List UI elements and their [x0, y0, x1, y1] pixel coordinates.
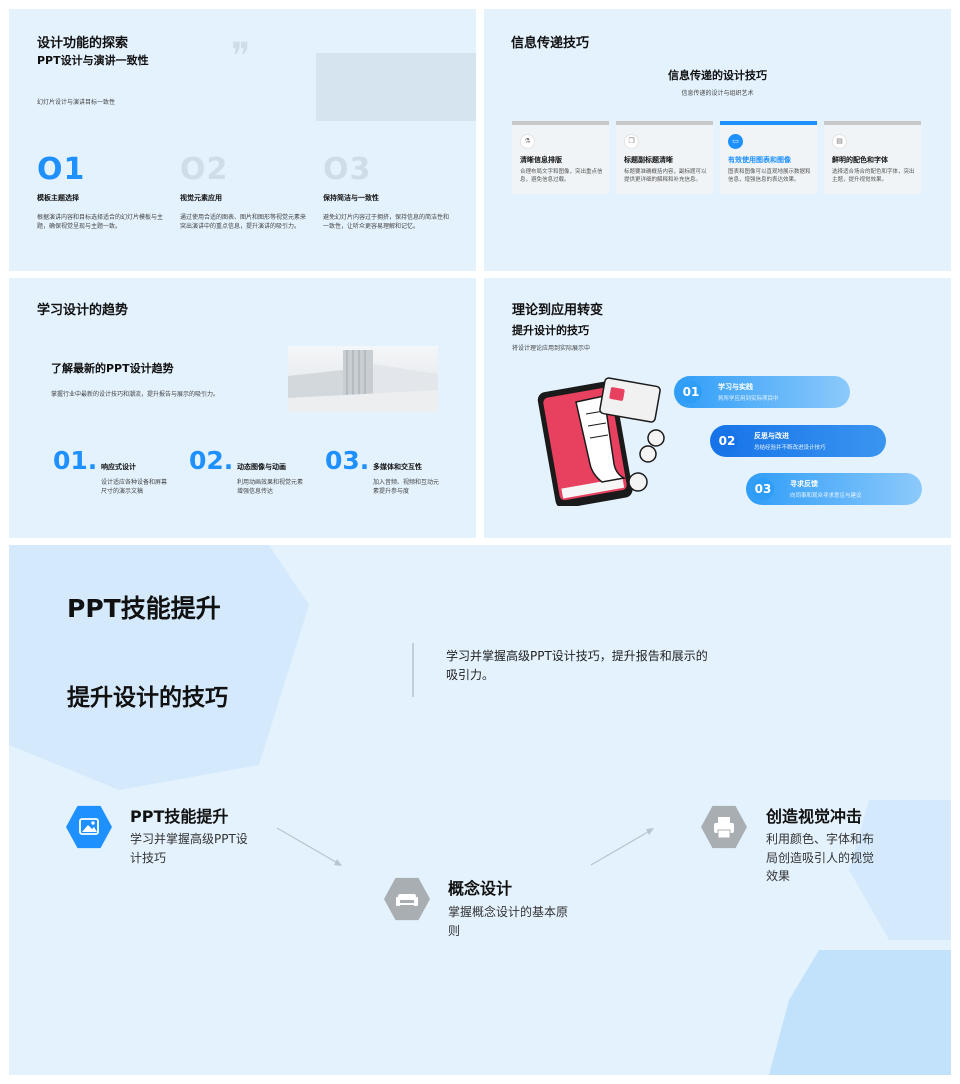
center-subtitle: 信息传递的设计与组织艺术	[681, 90, 754, 97]
item-simplicity: O3 保持简洁与一致性 避免幻灯片内容过于拥挤，保持信息的简洁性和一致性，让听众…	[323, 152, 453, 232]
item-template: O1 模板主题选择 根据演讲内容和目标选择适合的幻灯片模板与主题，确保视觉呈现与…	[37, 152, 167, 232]
feature-desc: 掌握概念设计的基本原则	[448, 905, 569, 938]
slide-design-exploration[interactable]: 设计功能的探索 PPT设计与演讲一致性 ❞ 幻灯片设计与演讲目标一致性 O1 模…	[9, 9, 476, 271]
item-number: O1	[37, 152, 86, 187]
slide-subtitle: PPT设计与演讲一致性	[37, 54, 149, 67]
slide-description: 将设计理论应用到实际展示中	[512, 345, 591, 352]
card-desc: 图表和图像可以直观地展示数据和信息，增强信息的表达效果。	[728, 169, 811, 184]
section-desc: 掌握行业中最新的设计技巧和潮流，提升报告与展示的吸引力。	[51, 391, 220, 398]
step-title: 反思与改进	[754, 432, 789, 440]
step-desc: 向同事和观众寻求意见与建议	[790, 493, 862, 499]
trend-desc: 利用动画效果和视觉元素增强信息传达	[237, 479, 304, 496]
card-title: 标题副标题清晰	[624, 156, 673, 164]
step-desc: 将所学应用到实际项目中	[718, 396, 779, 402]
background-shapes	[9, 545, 951, 1075]
trend-item-animation: 02. 动态图像与动画 利用动画效果和视觉元素增强信息传达	[189, 446, 303, 495]
slide-subtitle: 提升设计的技巧	[67, 685, 228, 711]
step-title: 学习与实践	[718, 383, 753, 391]
item-visual: O2 视觉元素应用 通过使用合适的图表、图片和图形等视觉元素来突出演讲中的重点信…	[180, 152, 310, 232]
decor-block	[316, 53, 476, 121]
trend-title: 多媒体和交互性	[373, 463, 422, 471]
trend-desc: 设计适应各种设备和屏幕尺寸的演示文稿	[101, 479, 168, 496]
slide-design-trends[interactable]: 学习设计的趋势 了解最新的PPT设计趋势 掌握行业中最新的设计技巧和潮流，提升报…	[9, 278, 476, 538]
trend-title: 动态图像与动画	[237, 463, 286, 471]
card-desc: 合理布局文字和图像，突出重点信息，避免信息过载。	[520, 169, 603, 184]
card-title: 清晰信息排版	[520, 156, 562, 164]
card-layout[interactable]: ⚗ 清晰信息排版 合理布局文字和图像，突出重点信息，避免信息过载。	[512, 121, 609, 194]
step-title: 寻求反馈	[790, 480, 818, 488]
card-title: 鲜明的配色和字体	[832, 156, 888, 164]
feature-title: 创造视觉冲击	[766, 807, 863, 826]
trend-item-multimedia: 03. 多媒体和交互性 加入音频、视频和互动元素提升参与度	[325, 446, 439, 495]
center-title: 信息传递的设计技巧	[668, 69, 767, 82]
feature-desc: 利用颜色、字体和布局创造吸引人的视觉效果	[766, 832, 875, 884]
slide-title: 学习设计的趋势	[37, 303, 129, 318]
item-desc: 避免幻灯片内容过于拥挤，保持信息的简洁性和一致性，让听众更容易理解和记忆。	[323, 214, 450, 231]
card-headings[interactable]: ❒ 标题副标题清晰 标题要准确概括内容，副标题可以提供更详细的解释和补充信息。	[616, 121, 713, 194]
item-desc: 通过使用合适的图表、图片和图形等视觉元素来突出演讲中的重点信息，提升演讲的吸引力…	[180, 214, 307, 231]
slide-title: 信息传递技巧	[511, 36, 590, 51]
slide-title: PPT技能提升	[67, 594, 221, 623]
trend-number: 02.	[189, 446, 234, 475]
slide-info-delivery[interactable]: 信息传递技巧 信息传递的设计技巧 信息传递的设计与组织艺术 ⚗ 清晰信息排版 合…	[484, 9, 951, 271]
quote-icon: ❞	[231, 36, 251, 77]
card-title: 有效使用图表和图像	[728, 156, 791, 164]
intro-text: 学习并掌握高级PPT设计技巧，提升报告和展示的吸引力。	[446, 649, 708, 683]
step-number: 03	[752, 478, 774, 500]
trend-title: 响应式设计	[101, 463, 136, 471]
step-pill-learn[interactable]: 01 学习与实践 将所学应用到实际项目中	[674, 376, 850, 408]
step-pill-feedback[interactable]: 03 寻求反馈 向同事和观众寻求意见与建议	[746, 473, 922, 505]
item-title: 模板主题选择	[37, 194, 79, 202]
payment-phone-illustration	[537, 377, 665, 506]
slide-skill-upgrade[interactable]: PPT技能提升 提升设计的技巧 学习并掌握高级PPT设计技巧，提升报告和展示的吸…	[9, 545, 951, 1075]
item-desc: 根据演讲内容和目标选择适合的幻灯片模板与主题，确保视觉呈现与主题一致。	[37, 214, 164, 231]
slide-theory-to-practice[interactable]: 理论到应用转变 提升设计的技巧 将设计理论应用到实际展示中 01 学习与实践 将…	[484, 278, 951, 538]
slide-title: 设计功能的探索	[37, 36, 129, 51]
card-charts[interactable]: ▭ 有效使用图表和图像 图表和图像可以直观地展示数据和信息，增强信息的表达效果。	[720, 121, 817, 194]
item-title: 保持简洁与一致性	[323, 194, 379, 202]
item-number: O2	[180, 152, 229, 187]
feature-desc: 学习并掌握高级PPT设计技巧	[130, 832, 248, 865]
architecture-photo	[288, 346, 438, 412]
monitor-icon: ▭	[728, 134, 743, 149]
step-number: 01	[680, 381, 702, 403]
item-title: 视觉元素应用	[180, 194, 222, 202]
flask-icon: ⚗	[520, 134, 535, 149]
step-pill-reflect[interactable]: 02 反思与改进 总结经验并不断改进设计技巧	[710, 425, 886, 457]
step-desc: 总结经验并不断改进设计技巧	[754, 445, 826, 451]
feature-title: 概念设计	[448, 879, 513, 898]
step-number: 02	[716, 430, 738, 452]
card-desc: 选择适合场合的配色和字体，突出主题，提升视觉效果。	[832, 169, 915, 184]
card-colors[interactable]: ▤ 鲜明的配色和字体 选择适合场合的配色和字体，突出主题，提升视觉效果。	[824, 121, 921, 194]
printer-icon	[701, 805, 747, 849]
document-icon: ▤	[832, 134, 847, 149]
slide-subtitle: 提升设计的技巧	[512, 324, 589, 337]
section-heading: 了解最新的PPT设计趋势	[51, 362, 174, 375]
feature-title: PPT技能提升	[130, 807, 229, 826]
trend-item-responsive: 01. 响应式设计 设计适应各种设备和屏幕尺寸的演示文稿	[53, 446, 167, 495]
trend-number: 03.	[325, 446, 370, 475]
item-number: O3	[323, 152, 372, 187]
slide-description: 幻灯片设计与演讲目标一致性	[37, 99, 116, 106]
layers-icon: ❒	[624, 134, 639, 149]
trend-desc: 加入音频、视频和互动元素提升参与度	[373, 479, 440, 496]
trend-number: 01.	[53, 446, 98, 475]
slide-title: 理论到应用转变	[512, 303, 604, 318]
card-desc: 标题要准确概括内容，副标题可以提供更详细的解释和补充信息。	[624, 169, 707, 184]
